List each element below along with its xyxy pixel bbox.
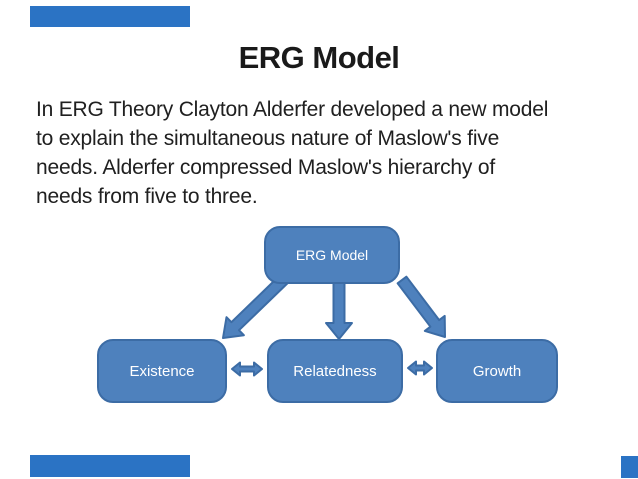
node-growth-label: Growth (472, 362, 522, 380)
node-existence-label: Existence (129, 362, 195, 380)
node-growth: Growth (436, 339, 558, 403)
node-existence: Existence (97, 339, 227, 403)
intro-line: needs. Alderfer compressed Maslow's hier… (36, 156, 495, 179)
intro-line: to explain the simultaneous nature of Ma… (36, 127, 500, 150)
arrow-relatedness-growth (407, 360, 433, 376)
node-relatedness: Relatedness (267, 339, 403, 403)
bottom-accent-bar (30, 455, 190, 477)
top-accent-bar (30, 6, 190, 27)
slide-title: ERG Model (238, 40, 400, 75)
arrow-root-to-growth (396, 275, 446, 338)
arrow-root-to-relatedness (325, 279, 353, 340)
node-relatedness-label: Relatedness (293, 362, 377, 380)
bottom-right-accent-block (621, 456, 638, 478)
intro-line: needs from five to three. (36, 185, 258, 208)
node-erg-model-label: ERG Model (295, 247, 369, 263)
arrow-existence-relatedness (231, 361, 263, 377)
arrow-root-to-existence (222, 274, 289, 339)
node-erg-model: ERG Model (264, 226, 400, 284)
intro-paragraph: In ERG Theory Clayton Alderfer developed… (36, 95, 616, 211)
intro-line: In ERG Theory Clayton Alderfer developed… (36, 98, 549, 121)
